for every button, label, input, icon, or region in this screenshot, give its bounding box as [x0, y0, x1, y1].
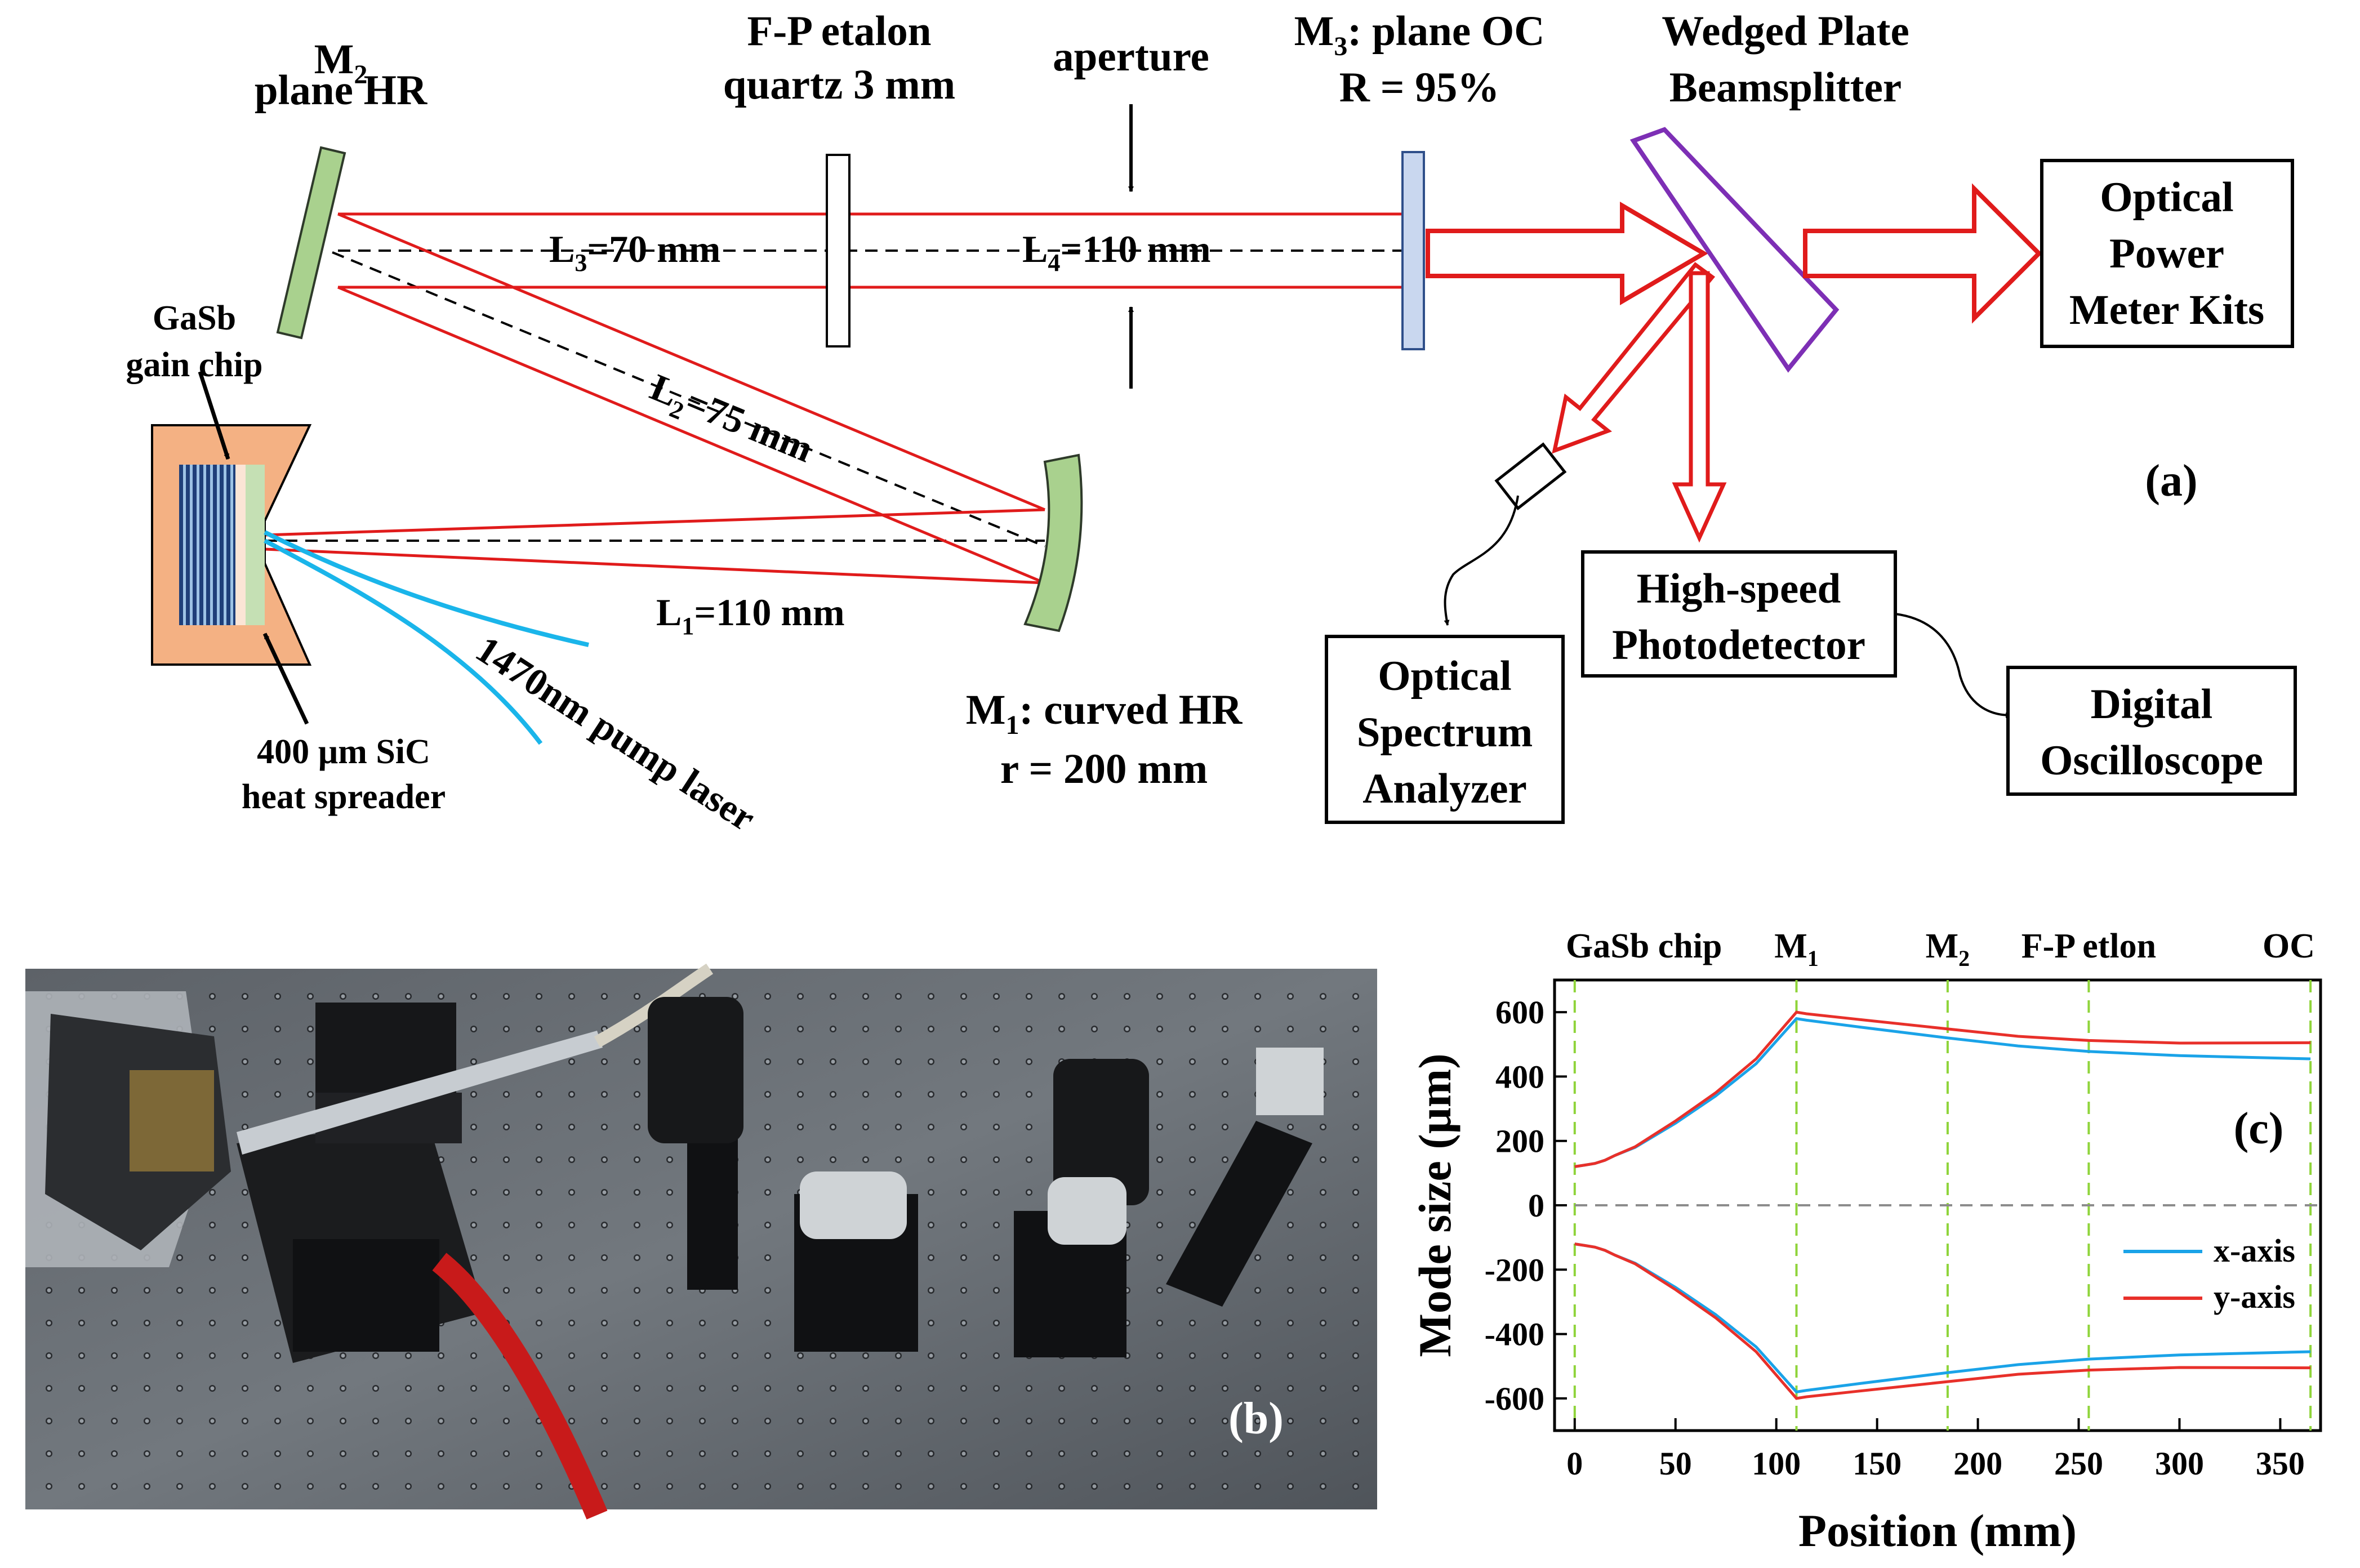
etalon-label: F-P etalon	[747, 8, 931, 55]
m2-label: M2	[314, 36, 368, 90]
power-meter-line2: Power	[2109, 230, 2224, 277]
y-axis-ticks: -600 -400 -200 0 200 400 600	[1485, 994, 1567, 1417]
osa-box	[1325, 635, 1565, 824]
x-tick-label-250: 250	[2054, 1445, 2103, 1482]
l4-label: L4=110 mm	[1022, 228, 1211, 277]
sic-label: 400 µm SiC	[257, 733, 430, 771]
panel-c-chart: 0 50 100 150 200 250 300 350 -600 -400 -200 0 200 40…	[1409, 927, 2322, 1556]
photodetector-line1: High-speed	[1637, 565, 1841, 612]
gain-chip-assembly	[151, 424, 312, 666]
m1-desc: r = 200 mm	[1000, 746, 1208, 792]
x-tick-label-150: 150	[1853, 1445, 1902, 1482]
chart-series-layer	[1574, 1010, 2311, 1400]
legend-x-axis-label: x-axis	[2214, 1232, 2295, 1269]
output-beam-arrow	[1426, 202, 1708, 305]
top-label-4: OC	[2263, 927, 2315, 965]
power-meter-arrow	[1803, 183, 2042, 324]
oscilloscope-line2: Oscilloscope	[2040, 737, 2263, 784]
series-line-y-axis-negative	[1574, 1242, 2311, 1400]
osa-fiber-coupler	[1494, 442, 1567, 510]
optical-axis-dashed	[265, 250, 1408, 547]
x-tick-label-200: 200	[1953, 1445, 2002, 1482]
pump-fibers	[264, 530, 589, 745]
m1-curved-mirror	[1023, 453, 1083, 632]
series-line-y-axis-positive	[1574, 1010, 2311, 1168]
series-line-x-axis-negative	[1574, 1242, 2311, 1394]
chart-legend: x-axis y-axis	[2123, 1232, 2295, 1315]
m1-label: M1: curved HR	[966, 687, 1243, 740]
m2-plane-mirror	[276, 146, 346, 340]
osa-line1: Optical	[1378, 653, 1512, 700]
gasb-gain-chip	[179, 465, 246, 625]
panel-a-label: (a)	[2145, 456, 2197, 506]
power-meter-line3: Meter Kits	[2069, 287, 2264, 333]
wedged-plate-beamsplitter	[1629, 127, 1840, 373]
panel-b-label: (b)	[1228, 1394, 1284, 1444]
y-tick-label-600: 600	[1495, 994, 1544, 1031]
x-tick-label-100: 100	[1752, 1445, 1801, 1482]
gain-chip-pointer	[198, 371, 230, 460]
chart-top-labels: GaSb chip M1 M2 F-P etlon OC	[1566, 927, 2315, 971]
sic-pointer	[262, 632, 309, 725]
x-tick-label-350: 350	[2256, 1445, 2305, 1482]
l2-label: L2=75 mm	[642, 366, 820, 476]
m3-desc: R = 95%	[1339, 64, 1499, 111]
photodetector-beam-arrow	[1672, 271, 1727, 543]
panel-b-photo: (b)	[25, 963, 1377, 1520]
y-tick-label--200: -200	[1485, 1251, 1544, 1288]
x-tick-label-300: 300	[2155, 1445, 2204, 1482]
sic-heat-spreader	[246, 465, 265, 625]
m3-label: M3: plane OC	[1294, 8, 1545, 61]
legend-y-axis-label: y-axis	[2214, 1279, 2295, 1315]
y-tick-label-400: 400	[1495, 1058, 1544, 1095]
top-label-3: F-P etlon	[2021, 927, 2156, 965]
top-label-1: M1	[1774, 927, 1819, 971]
oscilloscope-line1: Digital	[2091, 681, 2213, 728]
panel-c-label: (c)	[2234, 1104, 2284, 1153]
l3-label: L3=70 mm	[549, 228, 720, 277]
top-label-0: GaSb chip	[1566, 927, 1722, 965]
x-tick-label-0: 0	[1566, 1445, 1583, 1482]
power-meter-line1: Optical	[2100, 174, 2234, 221]
photodetector-line2: Photodetector	[1612, 622, 1865, 669]
sic-desc: heat spreader	[242, 778, 446, 816]
x-tick-label-50: 50	[1659, 1445, 1692, 1482]
pump-label: 1470nm pump laser	[469, 627, 763, 840]
beamsplitter-label: Wedged Plate	[1662, 8, 1909, 55]
osa-line3: Analyzer	[1362, 765, 1527, 812]
etalon-desc: quartz 3 mm	[723, 61, 955, 108]
y-tick-label-200: 200	[1495, 1123, 1544, 1160]
series-line-x-axis-positive	[1574, 1017, 2311, 1168]
oscilloscope-box	[2006, 666, 2297, 796]
laser-beam-lines	[264, 212, 1408, 585]
l1-label: L1=110 mm	[656, 591, 845, 640]
x-axis-title: Position (mm)	[1798, 1505, 2077, 1556]
power-meter-box	[2040, 159, 2294, 348]
photodetector-box	[1581, 550, 1897, 678]
gasb-desc: gain chip	[126, 346, 263, 384]
beamsplitter-desc: Beamsplitter	[1669, 64, 1902, 111]
fp-etalon	[826, 154, 851, 348]
photodetector-cable	[1895, 613, 2011, 718]
osa-fiber-cable	[1444, 495, 1519, 626]
y-tick-label-0: 0	[1528, 1187, 1544, 1224]
x-axis-ticks: 0 50 100 150 200 250 300 350	[1566, 1418, 2305, 1482]
osa-line2: Spectrum	[1357, 709, 1533, 756]
y-tick-label--400: -400	[1485, 1316, 1544, 1353]
top-label-2: M2	[1926, 927, 1970, 971]
m2-desc: plane HR	[255, 67, 428, 114]
gasb-label: GaSb	[153, 299, 236, 337]
y-axis-title: Mode size (µm)	[1409, 1053, 1460, 1357]
aperture-label: aperture	[1053, 33, 1209, 80]
panel-a-schematic: M2 plane HR F-P etalon quartz 3 mm apert…	[126, 8, 2297, 840]
y-tick-label--600: -600	[1485, 1380, 1544, 1417]
m3-output-coupler	[1401, 151, 1425, 350]
